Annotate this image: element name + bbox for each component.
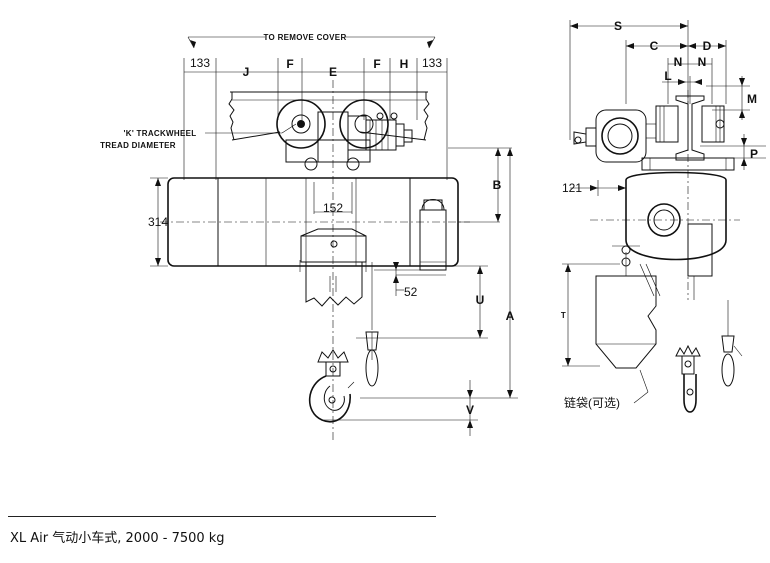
dim-C: C [650, 39, 659, 53]
trackwheel-label-2: TREAD DIAMETER [100, 141, 176, 150]
dim-52: 52 [404, 285, 418, 299]
dim-M-group: M [706, 76, 757, 120]
caption-rule [8, 516, 436, 517]
dim-D: D [703, 39, 712, 53]
dim-A-group: A [360, 148, 518, 399]
dim-P: P [750, 147, 758, 161]
dim-CD-group: C D [625, 39, 727, 104]
remove-cover-bracket: TO REMOVE COVER [187, 33, 436, 49]
side-trolley [573, 95, 735, 171]
dim-121: 121 [562, 181, 582, 195]
dim-H: H [400, 57, 409, 71]
side-hook [675, 344, 701, 413]
dim-P-group: P [700, 134, 766, 170]
dim-V-group: V [324, 380, 478, 436]
figure-caption: XL Air 气动小车式, 2000 - 7500 kg [10, 531, 225, 546]
dim-121-group: 121 [562, 180, 626, 196]
dim-S: S [614, 19, 622, 33]
dim-314: 314 [148, 215, 168, 229]
trolley [276, 99, 413, 171]
beam [228, 91, 430, 141]
dim-52-group: 52 [374, 262, 446, 299]
dim-A: A [506, 309, 515, 323]
dim-J: J [243, 65, 250, 79]
dim-L: L [664, 69, 671, 83]
side-view: S C D N N L [561, 19, 766, 413]
side-chain-bag [595, 252, 695, 369]
dim-133-right: 133 [422, 56, 442, 70]
dim-152: 152 [323, 201, 343, 215]
dim-N-right: N [698, 55, 707, 69]
dim-U: U [476, 293, 485, 307]
dim-L-group: L [662, 69, 702, 104]
chain-container [299, 228, 367, 307]
side-pendant [721, 300, 743, 387]
trackwheel-label-1: 'K' TRACKWHEEL [124, 129, 197, 138]
dim-133-left: 133 [190, 56, 210, 70]
chain-bag-callout: 链袋(可选) [564, 369, 649, 410]
dim-N-group: N N [667, 55, 713, 104]
dim-B: B [493, 178, 502, 192]
dim-F-right: F [373, 57, 380, 71]
dim-T-group: T [561, 263, 620, 367]
hoist-body: 314 152 [148, 80, 470, 440]
top-dimension-row: 133 J F E F H 133 [183, 56, 448, 180]
dim-T: T [561, 311, 566, 320]
pendant-control [365, 262, 379, 387]
remove-cover-label: TO REMOVE COVER [263, 33, 346, 42]
hook [308, 349, 355, 423]
front-view: TO REMOVE COVER 133 J F E F H 133 [100, 33, 518, 440]
dim-U-group: U [356, 265, 488, 339]
dim-B-group: B [448, 147, 512, 223]
chain-bag-label: 链袋(可选) [564, 395, 620, 410]
dim-E: E [329, 65, 337, 79]
trackwheel-callout: 'K' TRACKWHEEL TREAD DIAMETER [100, 123, 297, 150]
dim-F-left: F [286, 57, 293, 71]
dim-N-left: N [674, 55, 683, 69]
dim-M: M [747, 92, 757, 106]
dim-V: V [466, 403, 474, 417]
